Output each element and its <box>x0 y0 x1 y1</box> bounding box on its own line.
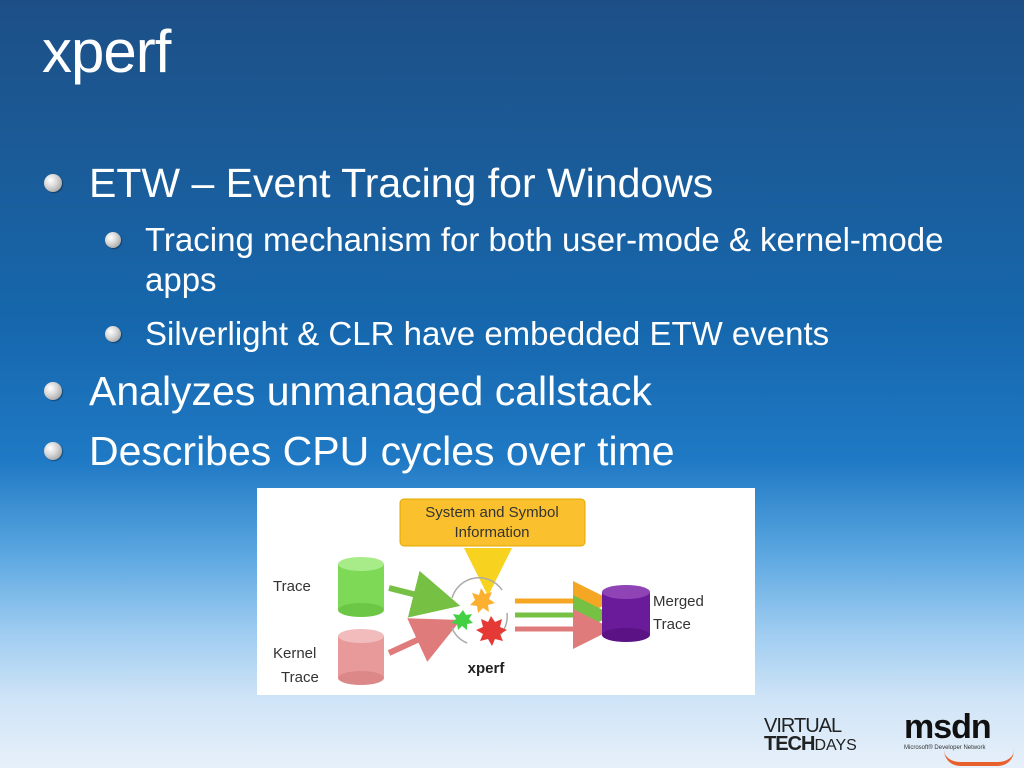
bullet-icon <box>44 174 62 192</box>
arrow-trace-to-xperf <box>388 570 461 618</box>
bullet-etw: ETW – Event Tracing for Windows <box>44 160 714 206</box>
bullet-text: Describes CPU cycles over time <box>89 428 675 474</box>
subbullet-tracing-mechanism: Tracing mechanism for both user-mode & k… <box>105 220 945 300</box>
bullet-icon <box>105 232 121 248</box>
msdn-swoosh-icon <box>944 750 1014 766</box>
system-box-line2: Information <box>454 524 529 541</box>
merged-label-line1: Merged <box>653 593 704 610</box>
trace-cylinder-icon <box>338 557 384 617</box>
bullet-cpu-cycles: Describes CPU cycles over time <box>44 428 675 474</box>
system-box-line1: System and Symbol <box>425 504 558 521</box>
merged-cylinder-icon <box>602 585 650 642</box>
kernel-cylinder-icon <box>338 629 384 685</box>
trace-label: Trace <box>273 578 311 595</box>
xperf-diagram: System and Symbol Information Trace Kern… <box>257 488 755 695</box>
kernel-label-line2: Trace <box>281 669 319 686</box>
msdn-logo: msdn Microsoft® Developer Network <box>904 708 1014 766</box>
bullet-icon <box>105 326 121 342</box>
msdn-word: msdn <box>904 708 992 746</box>
logo-tech: TECH <box>764 733 815 755</box>
bullet-text: Tracing mechanism for both user-mode & k… <box>145 221 944 298</box>
xperf-label: xperf <box>468 660 506 677</box>
bullet-icon <box>44 442 62 460</box>
virtual-techdays-logo: VIRTUAL TECHDAYS <box>764 716 857 754</box>
msdn-subtitle: Microsoft® Developer Network <box>904 745 986 751</box>
logo-days: DAYS <box>814 737 857 754</box>
bullet-unmanaged-callstack: Analyzes unmanaged callstack <box>44 368 652 414</box>
arrow-kernel-to-xperf <box>387 618 461 662</box>
bullet-text: Analyzes unmanaged callstack <box>89 368 652 414</box>
xperf-process-icon <box>451 577 508 646</box>
bullet-text: ETW – Event Tracing for Windows <box>89 160 714 206</box>
footer-logos: VIRTUAL TECHDAYS msdn Microsoft® Develop… <box>758 708 1018 766</box>
merged-label-line2: Trace <box>653 616 691 633</box>
subbullet-silverlight-clr: Silverlight & CLR have embedded ETW even… <box>105 314 830 354</box>
bullet-text: Silverlight & CLR have embedded ETW even… <box>145 315 830 352</box>
slide-title: xperf <box>42 18 171 85</box>
bullet-icon <box>44 382 62 400</box>
system-symbol-box: System and Symbol Information <box>399 498 586 547</box>
logo-virtual: VIRTUAL <box>764 715 842 737</box>
kernel-label-line1: Kernel <box>273 645 316 662</box>
xperf-diagram-svg: System and Symbol Information Trace Kern… <box>273 498 704 686</box>
